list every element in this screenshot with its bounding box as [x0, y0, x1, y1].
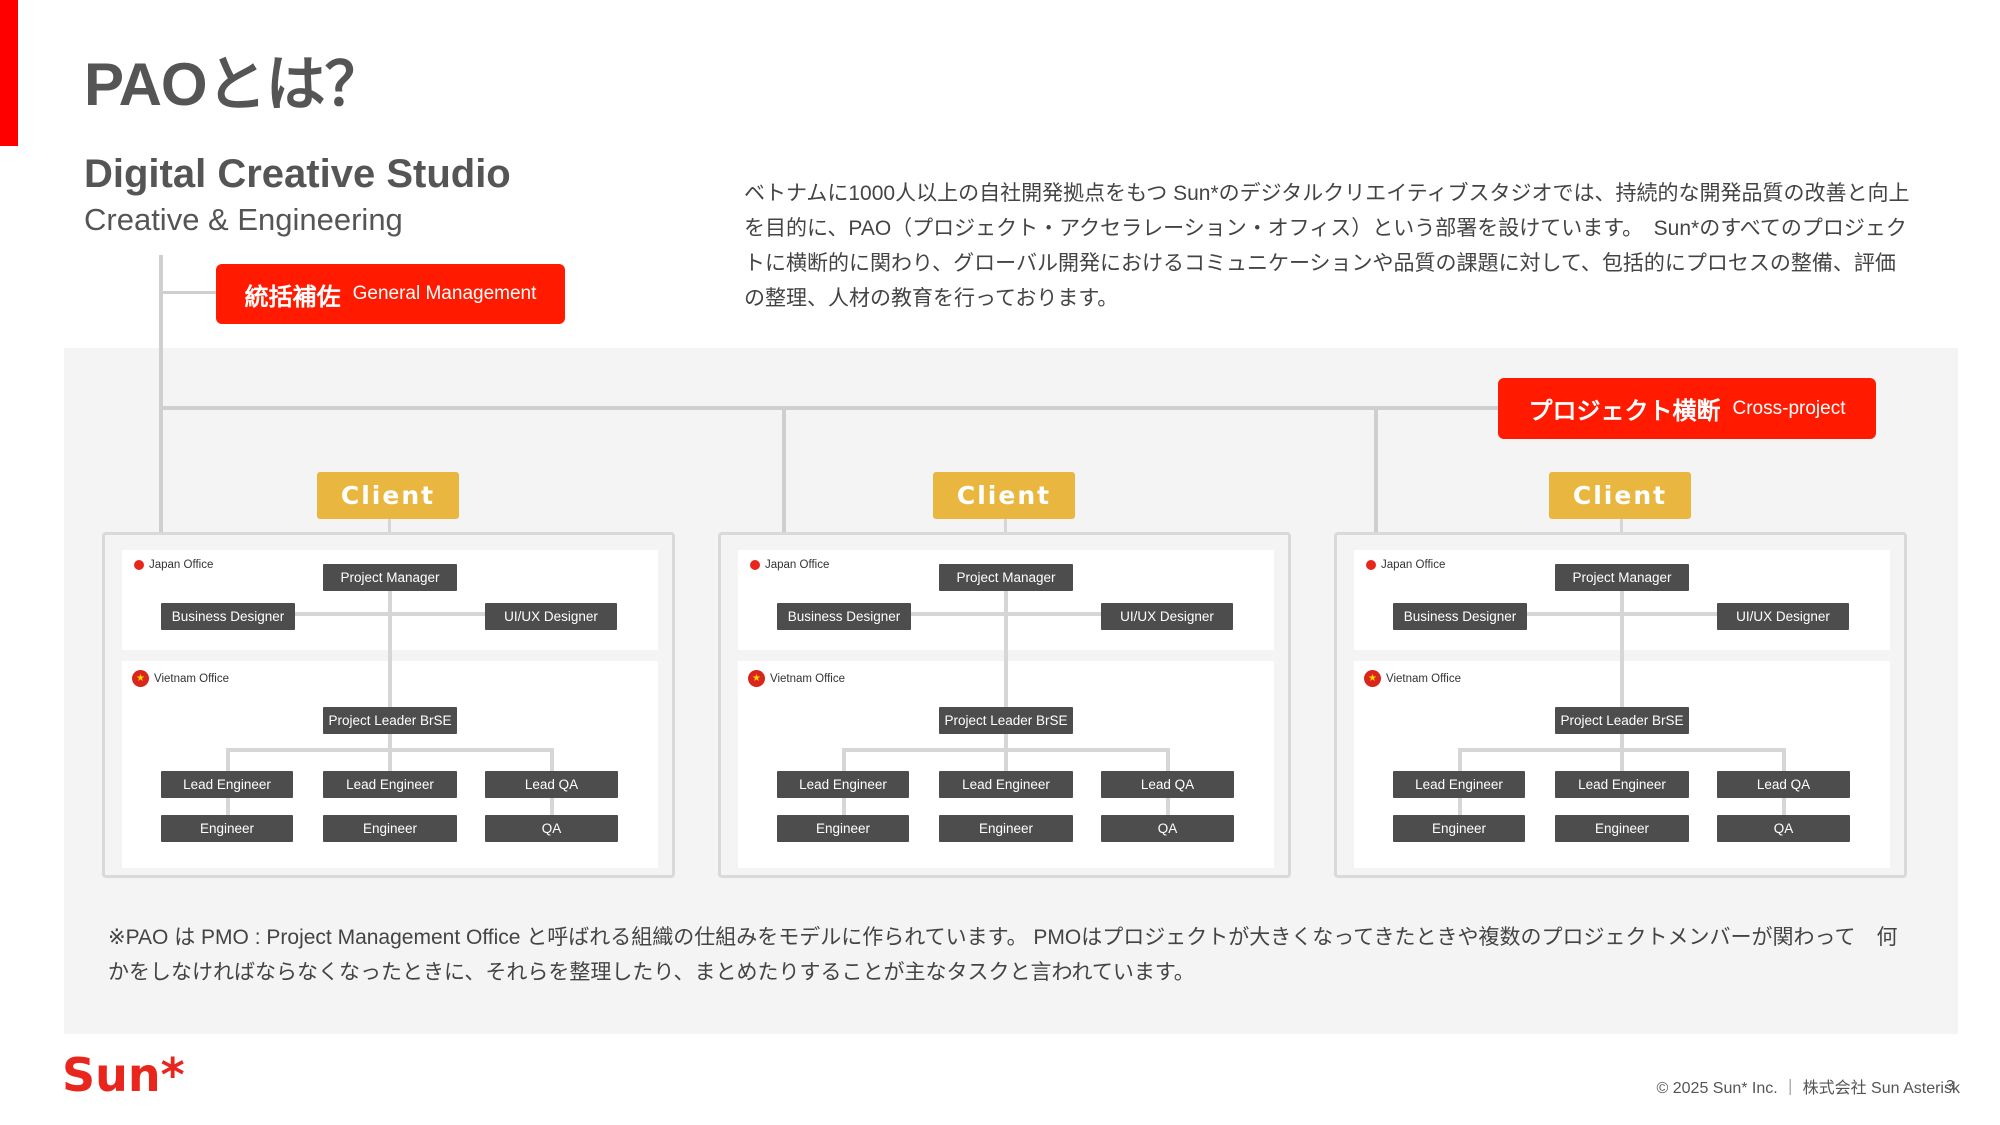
tree-line [388, 591, 392, 787]
engineer-node: Engineer [1555, 815, 1689, 842]
vietnam-flag-icon: ★ [748, 670, 765, 687]
general-management-en: General Management [352, 283, 537, 304]
engineer-node: Engineer [777, 815, 909, 842]
japan-flag-icon [1366, 560, 1376, 570]
business-designer-node: Business Designer [1393, 603, 1527, 630]
engineer-node: Engineer [1393, 815, 1525, 842]
studio-title: Digital Creative Studio [84, 152, 511, 196]
accent-bar [0, 0, 18, 146]
tree-line [291, 612, 491, 616]
engineer-node: Engineer [323, 815, 457, 842]
japan-office-text: Japan Office [1381, 559, 1446, 571]
business-designer-node: Business Designer [161, 603, 295, 630]
vietnam-office-label: ★ Vietnam Office [748, 670, 845, 687]
lead-engineer-node: Lead Engineer [777, 771, 909, 798]
team-container: Japan Office ★ Vietnam Office Project Manag… [1334, 532, 1907, 878]
lead-qa-node: Lead QA [1717, 771, 1850, 798]
studio-subtitle: Creative & Engineering [84, 202, 403, 237]
project-manager-node: Project Manager [939, 564, 1073, 591]
project-leader-node: Project Leader BrSE [939, 707, 1073, 734]
vietnam-flag-icon: ★ [132, 670, 149, 687]
sun-logo: Sun* [62, 1048, 185, 1102]
business-designer-node: Business Designer [777, 603, 911, 630]
vietnam-office-label: ★ Vietnam Office [132, 670, 229, 687]
vietnam-office-label: ★ Vietnam Office [1364, 670, 1461, 687]
connector-gm [161, 291, 216, 294]
connector-vertical-team2 [782, 406, 786, 532]
team-container: Japan Office ★ Vietnam Office Project Manag… [718, 532, 1291, 878]
qa-node: QA [485, 815, 618, 842]
tree-line [1620, 591, 1624, 787]
engineer-node: Engineer [939, 815, 1073, 842]
tree-line [1523, 612, 1723, 616]
client-badge: Client [1549, 472, 1691, 519]
tree-line [1458, 748, 1786, 752]
lead-engineer-node: Lead Engineer [161, 771, 293, 798]
general-management-jp: 統括補佐 [244, 283, 341, 311]
japan-office-label: Japan Office [750, 559, 829, 571]
client-connector [1620, 519, 1623, 535]
lead-qa-node: Lead QA [1101, 771, 1234, 798]
team-container: Japan Office ★ Vietnam Office Project Manag… [102, 532, 675, 878]
lead-engineer-node: Lead Engineer [323, 771, 457, 798]
japan-office-text: Japan Office [149, 559, 214, 571]
project-leader-node: Project Leader BrSE [323, 707, 457, 734]
lead-qa-node: Lead QA [485, 771, 618, 798]
client-badge: Client [933, 472, 1075, 519]
japan-office-label: Japan Office [1366, 559, 1445, 571]
connector-vertical-team3 [1374, 406, 1378, 532]
intro-paragraph: ベトナムに1000人以上の自社開発拠点をもつ Sun*のデジタルクリエイティブス… [744, 182, 1910, 310]
lead-engineer-node: Lead Engineer [1555, 771, 1689, 798]
uiux-designer-node: UI/UX Designer [1101, 603, 1233, 630]
general-management-label: 統括補佐 General Management [216, 264, 565, 324]
japan-flag-icon [134, 560, 144, 570]
lead-engineer-node: Lead Engineer [1393, 771, 1525, 798]
cross-project-jp: プロジェクト横断 [1528, 398, 1721, 425]
vietnam-office-text: Vietnam Office [1386, 672, 1462, 685]
cross-project-label: プロジェクト横断 Cross-project [1498, 378, 1876, 439]
qa-node: QA [1717, 815, 1850, 842]
lead-engineer-node: Lead Engineer [939, 771, 1073, 798]
uiux-designer-node: UI/UX Designer [1717, 603, 1849, 630]
client-connector [388, 519, 391, 535]
project-manager-node: Project Manager [323, 564, 457, 591]
client-connector [1004, 519, 1007, 535]
page-number: 3 [1946, 1077, 1955, 1094]
project-leader-node: Project Leader BrSE [1555, 707, 1689, 734]
copyright: © 2025 Sun* Inc. ｜ 株式会社 Sun Asterisk [1656, 1080, 1960, 1097]
tree-line [842, 748, 1170, 752]
uiux-designer-node: UI/UX Designer [485, 603, 617, 630]
tree-line [1004, 591, 1008, 787]
client-badge: Client [317, 472, 459, 519]
japan-office-label: Japan Office [134, 559, 213, 571]
page-title: PAOとは？ [84, 51, 385, 118]
vietnam-flag-icon: ★ [1364, 670, 1381, 687]
tree-line [226, 748, 554, 752]
vietnam-office-text: Vietnam Office [770, 672, 846, 685]
connector-horizontal-main [161, 406, 1501, 410]
tree-line [907, 612, 1107, 616]
engineer-node: Engineer [161, 815, 293, 842]
project-manager-node: Project Manager [1555, 564, 1689, 591]
footnote: ※PAO は PMO : Project Management Office と… [108, 926, 1898, 984]
japan-flag-icon [750, 560, 760, 570]
vietnam-office-text: Vietnam Office [154, 672, 230, 685]
cross-project-en: Cross-project [1732, 397, 1846, 419]
qa-node: QA [1101, 815, 1234, 842]
connector-vertical-main [159, 255, 163, 532]
japan-office-text: Japan Office [765, 559, 830, 571]
